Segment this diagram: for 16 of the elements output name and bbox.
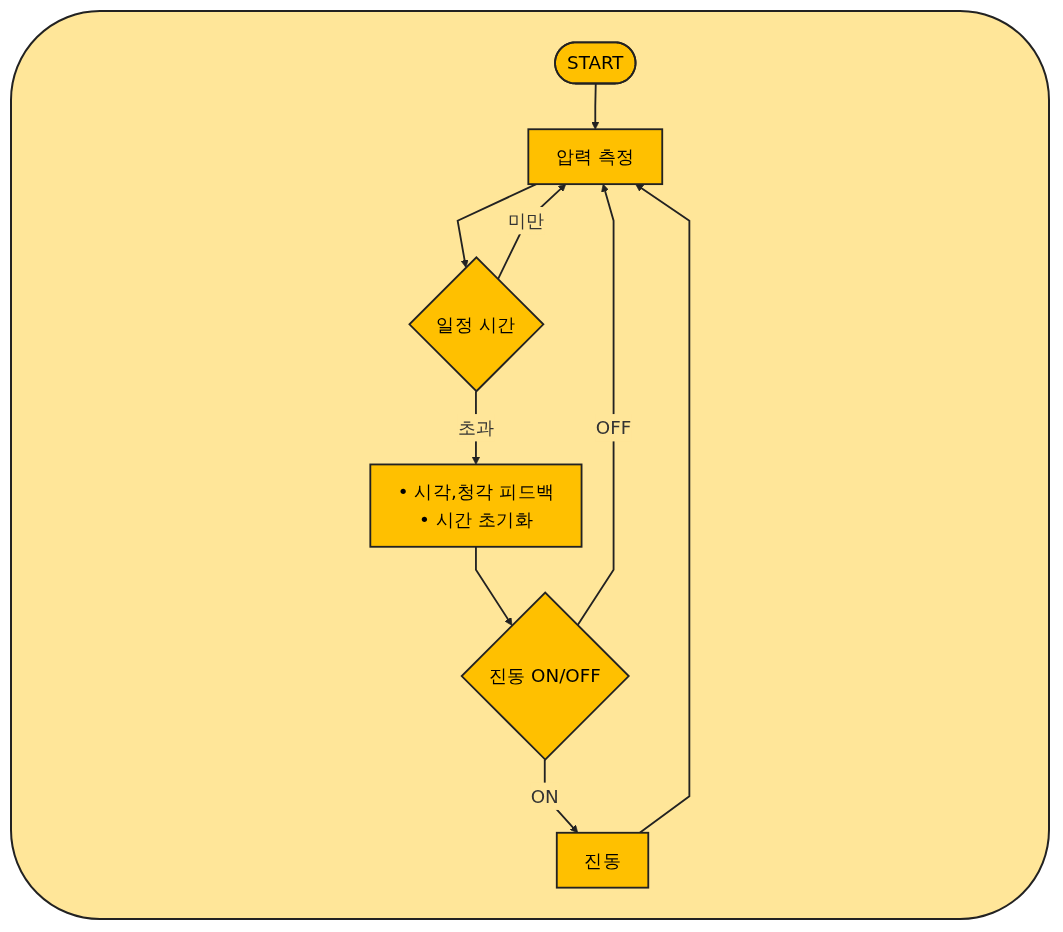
node-diamond	[460, 591, 631, 761]
panel-background: 미만 초과 OFF ON START 압력 측정 일정 시간 • 시각,청각 피드백 • 시간 초기화 진동 ON/OFF 진동	[10, 10, 1050, 920]
edge-label: OFF	[596, 416, 632, 439]
edge-label: 미만	[508, 209, 545, 232]
arrow	[635, 183, 691, 834]
node-box	[527, 128, 664, 186]
node-box	[556, 831, 650, 889]
edge-label: ON	[530, 785, 559, 808]
arrow	[576, 183, 615, 627]
arrow	[497, 183, 567, 281]
node-box	[369, 463, 583, 548]
node-diamond	[408, 256, 545, 393]
arrow	[475, 545, 513, 626]
arrow	[456, 183, 538, 268]
edge-label: 초과	[457, 416, 495, 439]
arrow	[591, 83, 600, 130]
